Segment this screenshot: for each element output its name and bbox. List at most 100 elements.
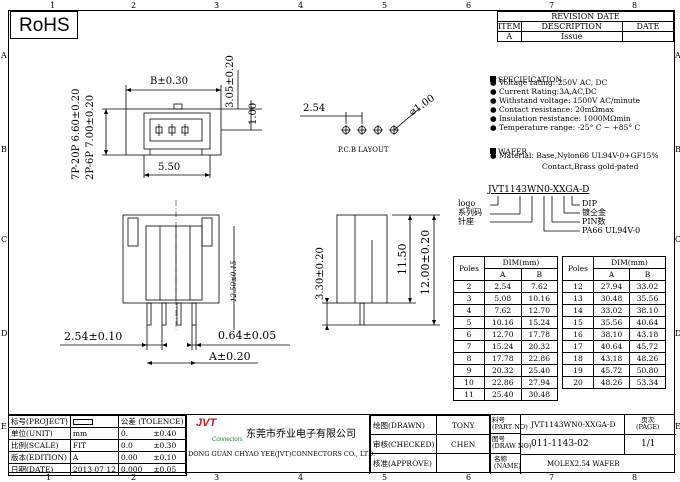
table-cell: 48.26	[593, 376, 630, 389]
revision-table: REVISION DATE ITEM DESCRIPTION DATE A Is…	[497, 11, 674, 51]
spec-item: ● Voltage rating: 250V AC, DC	[490, 78, 608, 87]
part-no-value: JVT1143WN0-XXGA-D	[531, 420, 616, 429]
dim-header: A	[484, 268, 522, 281]
table-cell: 50.80	[629, 364, 666, 377]
row-marker: C	[675, 235, 680, 244]
col-marker: 8	[632, 473, 638, 482]
dim-12-00-label: 12.00±0.20	[419, 229, 432, 295]
spec-item: ● Current Rating:3A,AC,DC	[490, 87, 597, 96]
dim-header: B	[520, 268, 558, 281]
table-cell: 7.62	[484, 304, 522, 317]
table-cell: 27.94	[520, 376, 558, 389]
col-marker: 7	[549, 473, 555, 482]
rohs-badge: RoHS	[10, 11, 78, 39]
col-marker: 8	[632, 1, 638, 10]
approve-label: 核准(APPROVE)	[369, 453, 438, 473]
table-cell: 10	[453, 376, 485, 389]
spec-item: ● Temperature range: -25° C ~ +85° C	[490, 123, 641, 132]
table-cell: 45.72	[593, 364, 630, 377]
signature-table: 绘图(DRAWN)TONY 审核(CHECKED)CHEN 核准(APPROVE…	[369, 415, 490, 473]
table-cell: 13	[562, 292, 594, 305]
drawing-frame	[8, 10, 675, 473]
drawn-label: 绘图(DRAWN)	[369, 415, 438, 435]
table-cell: 12.70	[520, 304, 558, 317]
table-cell: 20.32	[484, 364, 522, 377]
table-cell: 45.72	[629, 340, 666, 353]
date-value: 2013 07 12	[69, 463, 119, 476]
table-cell: 4	[453, 304, 485, 317]
company-name-en: DONG GUAN CHYAO YEE(JVT)CONNECTORS CO., …	[188, 450, 376, 458]
table-cell: 15	[562, 316, 594, 329]
square-bullet-icon	[490, 76, 496, 82]
table-cell: 11	[453, 388, 485, 401]
dim-left-2p-label: 2P-6P 7.00±0.20	[85, 94, 96, 180]
part-code-label: PA66 UL94V-0	[582, 226, 641, 235]
table-cell: 25.40	[484, 388, 522, 401]
material-line: ● Material: Base,Nylon66 UL94V-0+GF15%	[490, 151, 659, 160]
scale-label: 比例(SCALE)	[8, 439, 71, 452]
company-logo: JVT	[196, 417, 217, 429]
connector-icon	[72, 419, 93, 425]
name-value: MOLEX2.54 WAFER	[547, 460, 620, 468]
table-cell: 10.16	[520, 292, 558, 305]
part-code-label: DIP	[582, 199, 597, 208]
table-cell: 40.64	[629, 316, 666, 329]
table-cell: 22.86	[484, 376, 522, 389]
dim-header: DIM(mm)	[484, 256, 558, 269]
dim-b-label: B±0.30	[150, 76, 188, 87]
checked-value: CHEN	[436, 434, 490, 454]
dim-header: Poles	[453, 256, 485, 281]
col-marker: 3	[214, 473, 220, 482]
drawn-value: TONY	[436, 415, 490, 435]
col-marker: 1	[50, 1, 56, 10]
row-marker: A	[1, 51, 7, 60]
table-cell: 20	[562, 376, 594, 389]
dim-header: DIM(mm)	[593, 256, 666, 269]
tol-key: 0.0	[117, 439, 152, 452]
table-cell: 27.94	[593, 280, 630, 293]
row-marker: B	[675, 145, 680, 154]
col-marker: 2	[131, 473, 137, 482]
col-marker: 3	[214, 1, 220, 10]
table-cell: 6	[453, 328, 485, 341]
row-marker: A	[675, 51, 680, 60]
table-cell: 17.78	[520, 328, 558, 341]
dim-header: A	[593, 268, 630, 281]
spec-title-row: SPECIFICATION	[490, 69, 562, 85]
table-cell: 15.24	[484, 340, 522, 353]
draw-no-label: 图号 (DRAW NO)	[492, 435, 532, 451]
col-marker: 6	[466, 1, 472, 10]
table-cell: 5	[453, 316, 485, 329]
dim-3-05-label: 3.05±0.20	[225, 55, 236, 108]
table-cell: 38.10	[629, 304, 666, 317]
table-cell: 53.34	[629, 376, 666, 389]
table-cell: 10.16	[484, 316, 522, 329]
table-cell: 16	[562, 328, 594, 341]
dim-11-50-label: 11.50	[396, 243, 409, 276]
table-cell: 18	[562, 352, 594, 365]
col-marker: 2	[131, 1, 137, 10]
part-info-block: 料号 (PART NO) JVT1143WN0-XXGA-D 图号 (DRAW …	[490, 415, 676, 474]
company-block: JVT Connectors 东莞市乔业电子有限公司 DONG GUAN CHY…	[185, 415, 375, 474]
edition-label: 版本(EDITION)	[8, 451, 71, 464]
pcb-layout-label: P.C.B LAYOUT	[338, 146, 389, 154]
tol-value: ±0.10	[151, 451, 187, 464]
spec-item: ● Insulation resistance: 1000MΩmin	[490, 114, 631, 123]
spec-item: ● Withstand voltage: 1500V AC/minute	[490, 96, 641, 105]
table-cell: 30.48	[520, 388, 558, 401]
material-line: Contact,Brass gold-pated	[542, 162, 639, 171]
table-cell: 43.18	[629, 328, 666, 341]
dim-3-30-label: 3.30±0.20	[315, 247, 326, 300]
part-code-label: 系列码	[458, 208, 482, 217]
table-cell: 12.70	[484, 328, 522, 341]
